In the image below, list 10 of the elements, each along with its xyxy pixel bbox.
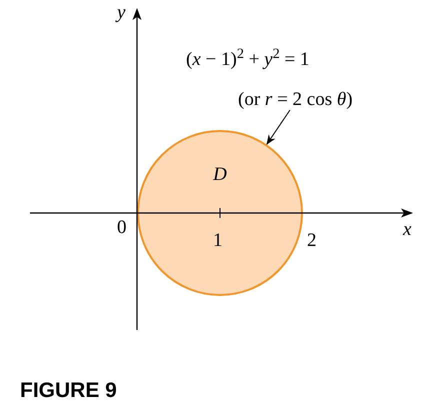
- axis-label: y: [117, 3, 126, 22]
- tick-label: 2: [307, 231, 316, 250]
- axis-label: x: [403, 220, 412, 239]
- tick-label: 1: [213, 231, 222, 250]
- equation-label: (x − 1)$^{2}$ + y$^{2}$ = 1: [186, 44, 310, 72]
- leader-arrow: [266, 110, 290, 145]
- equation-label: (or r = 2 cos θ): [238, 88, 353, 112]
- figure-caption: FIGURE 9: [20, 380, 117, 401]
- region-label: D: [213, 165, 227, 184]
- tick-label: 0: [117, 218, 126, 237]
